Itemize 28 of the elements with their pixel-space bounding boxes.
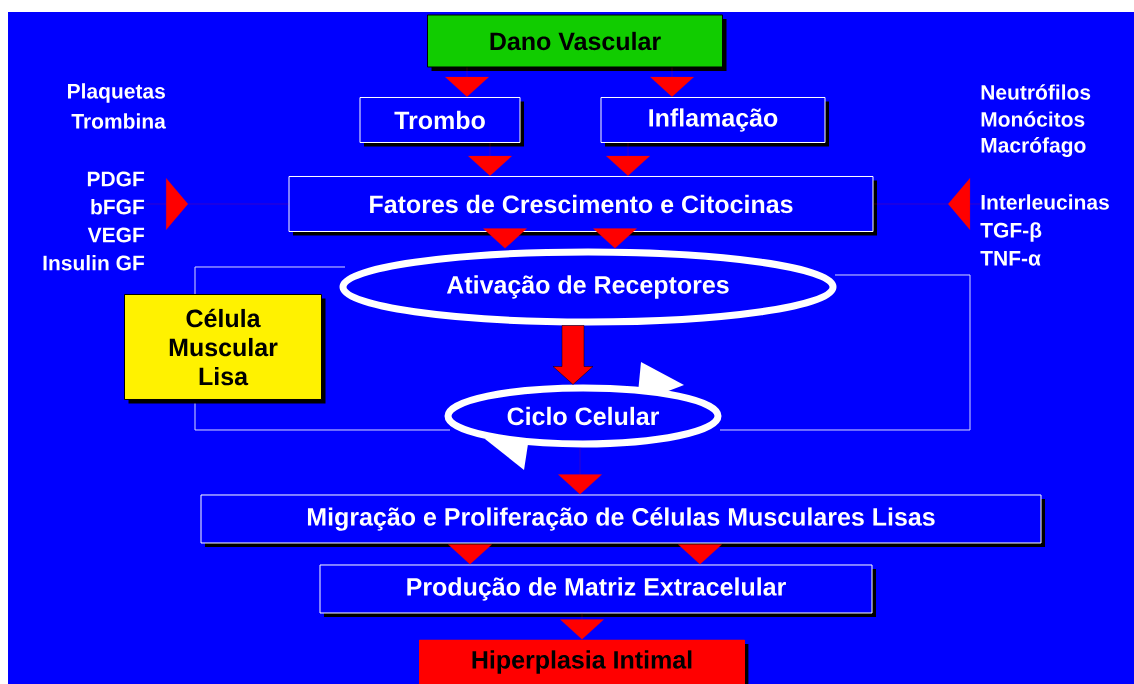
factor-list: PDGF bFGF VEGF Insulin GF <box>43 171 145 271</box>
side-label: Trombina <box>71 113 166 129</box>
arrow <box>144 178 289 230</box>
arrow <box>552 325 594 385</box>
arrow <box>873 178 981 230</box>
process-box: Trombo <box>359 97 524 147</box>
process-box: Hiperplasia Intimal <box>419 639 749 684</box>
side-label: Macrófago <box>981 137 1086 157</box>
process-box: Célula Muscular Lisa <box>124 294 326 404</box>
process-box: Produção de Matriz Extracelular <box>319 564 876 617</box>
arrow <box>560 613 604 640</box>
arrow <box>650 67 694 97</box>
arrow <box>558 447 602 495</box>
side-label: Neutrófilos <box>981 84 1091 100</box>
arrow <box>593 228 637 249</box>
arrow <box>606 142 650 176</box>
process-box: Migração e Proliferação de Células Musculares Lisas <box>200 494 1045 547</box>
arrow <box>468 142 512 176</box>
side-label: Monócitos <box>981 111 1085 127</box>
process-box: Inflamação <box>600 97 829 147</box>
arrow <box>678 543 722 565</box>
arrow <box>448 543 492 565</box>
factor-list: Interleucinas TGF-β TNF-α <box>980 194 1109 266</box>
side-label: Plaquetas <box>68 83 165 103</box>
arrow <box>483 228 527 249</box>
arrow <box>445 67 489 97</box>
process-box: Fatores de Crescimento e Citocinas <box>288 176 877 236</box>
process-box: Dano Vascular <box>427 14 727 71</box>
